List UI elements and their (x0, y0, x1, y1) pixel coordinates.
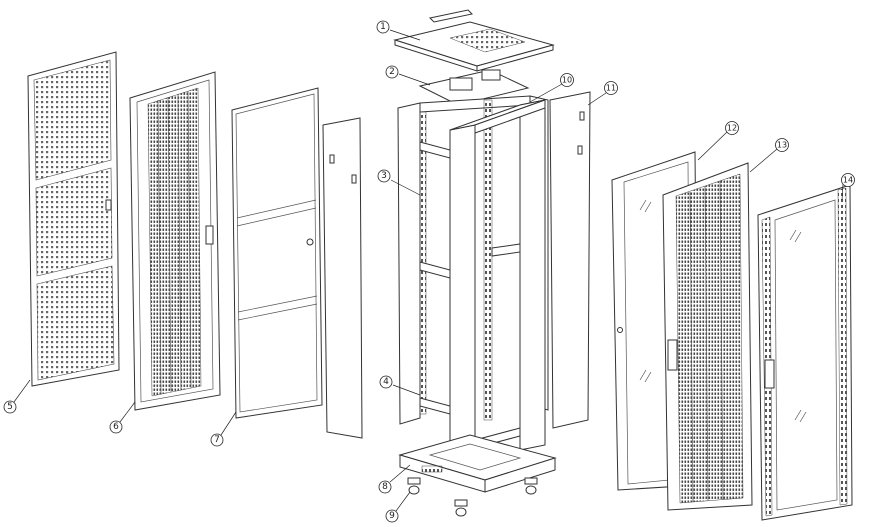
callout-12: 12 (697, 121, 739, 161)
callout-label: 1 (380, 22, 386, 32)
callout-label: 12 (727, 124, 737, 133)
top-cover (393, 9, 555, 72)
callout-7: 7 (210, 411, 237, 447)
callout-label: 9 (389, 511, 395, 521)
callout-14: 14 (841, 173, 855, 201)
callout-label: 8 (382, 482, 388, 492)
side-panel-left (322, 117, 363, 439)
callout-11: 11 (587, 81, 618, 106)
mesh-door (129, 71, 221, 411)
callout-label: 7 (214, 435, 220, 445)
callout-label: 3 (381, 171, 387, 181)
callout-10: 10 (529, 73, 574, 103)
callout-9: 9 (385, 491, 411, 523)
callout-1: 1 (376, 20, 421, 41)
fan-plate (418, 69, 530, 106)
casters (407, 477, 538, 517)
callout-label: 6 (113, 422, 119, 432)
callout-5: 5 (3, 379, 31, 414)
callout-8: 8 (378, 464, 411, 494)
callout-3: 3 (377, 169, 421, 196)
callout-label: 2 (389, 67, 395, 77)
callout-13: 13 (749, 138, 789, 173)
side-panel-right (549, 91, 591, 429)
base-plinth (398, 434, 557, 493)
callout-2: 2 (385, 65, 431, 86)
glass-mesh-door (757, 184, 853, 521)
callout-label: 5 (7, 402, 13, 412)
callout-4: 4 (379, 375, 421, 396)
callout-label: 10 (562, 76, 572, 85)
callout-label: 11 (606, 84, 616, 93)
rear-door (231, 87, 323, 419)
perforated-side-panel (27, 51, 120, 387)
rack-frame (397, 95, 549, 463)
callout-label: 4 (383, 377, 389, 387)
callout-6: 6 (109, 401, 136, 434)
front-mesh-door (662, 162, 753, 511)
callout-label: 14 (843, 176, 853, 185)
callouts: 1 2 3 4 5 6 7 8 9 10 11 12 13 14 (3, 20, 855, 523)
callout-label: 13 (777, 141, 787, 150)
